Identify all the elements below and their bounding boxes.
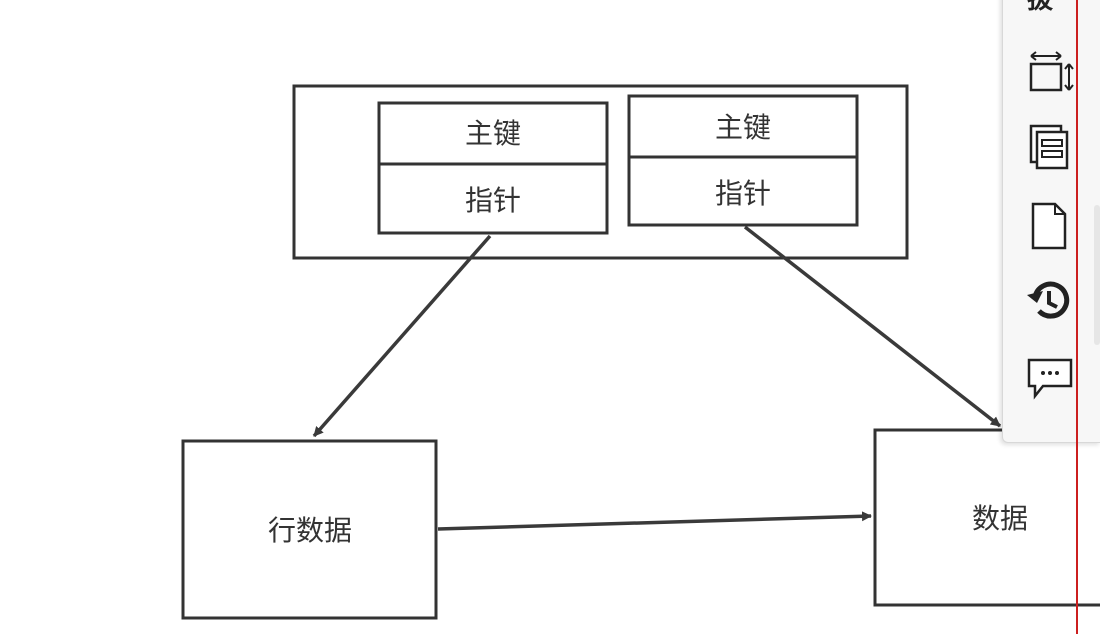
primary-key-label-1: 主键 bbox=[465, 117, 521, 150]
resize-icon bbox=[1029, 51, 1074, 92]
pages-icon bbox=[1029, 124, 1069, 170]
primary-key-label-2: 主键 bbox=[715, 111, 771, 144]
comment-tool[interactable] bbox=[1023, 352, 1077, 404]
pages-tool[interactable] bbox=[1023, 120, 1077, 172]
edge-row-data-to-data[interactable] bbox=[437, 511, 872, 531]
pointer-cell-2[interactable] bbox=[627, 155, 859, 227]
svg-text:抜: 抜 bbox=[1027, 0, 1054, 15]
history-tool[interactable] bbox=[1023, 275, 1077, 327]
row-data-label: 行数据 bbox=[268, 514, 352, 547]
comment-icon bbox=[1027, 358, 1073, 400]
scrollbar-thumb[interactable] bbox=[1094, 205, 1100, 345]
format-toolbar: 抜 bbox=[1002, 0, 1100, 443]
pointer-label-2: 指针 bbox=[715, 177, 771, 210]
primary-key-cell-1[interactable] bbox=[377, 101, 609, 166]
edge-pointer1-to-row-data[interactable] bbox=[312, 234, 492, 438]
edge-pointer2-to-data[interactable] bbox=[743, 225, 1002, 428]
data-label: 数据 bbox=[972, 502, 1028, 535]
format-tool[interactable]: 抜 bbox=[1023, 0, 1077, 30]
pointer-label-1: 指针 bbox=[465, 184, 521, 217]
pointer-cell-1[interactable] bbox=[377, 162, 609, 235]
history-icon bbox=[1027, 281, 1070, 319]
page-boundary-line bbox=[1076, 0, 1078, 634]
format-icon: 抜 bbox=[1027, 0, 1054, 15]
primary-key-cell-2[interactable] bbox=[627, 94, 859, 159]
resize-tool[interactable] bbox=[1023, 48, 1077, 100]
row-data-node[interactable] bbox=[181, 439, 438, 620]
data-node[interactable] bbox=[873, 428, 1100, 607]
document-tool[interactable] bbox=[1023, 200, 1077, 252]
document-icon bbox=[1031, 202, 1067, 250]
